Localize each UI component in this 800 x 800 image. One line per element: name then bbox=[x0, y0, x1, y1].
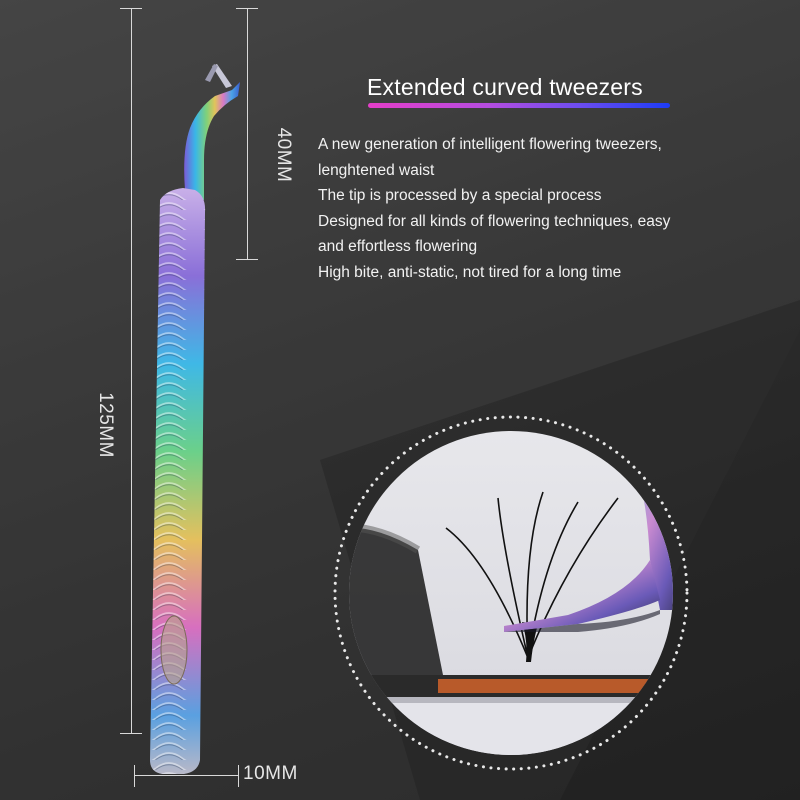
description-line: High bite, anti-static, not tired for a … bbox=[318, 263, 622, 281]
description-line: Designed for all kinds of flowering tech… bbox=[318, 212, 671, 230]
total-length-dimension-cap-bottom bbox=[120, 733, 142, 734]
width-dimension-cap-right bbox=[238, 765, 239, 787]
description-line: A new generation of intelligent flowerin… bbox=[318, 136, 662, 153]
tip-length-label: 40MM bbox=[273, 127, 294, 183]
tip-length-dimension-cap-bottom bbox=[236, 259, 258, 260]
title-underline-gradient bbox=[368, 103, 670, 108]
width-label: 10MM bbox=[243, 763, 298, 784]
description-line: The tip is processed by a special proces… bbox=[318, 187, 602, 204]
total-length-label: 125MM bbox=[95, 392, 116, 458]
product-title: Extended curved tweezers bbox=[367, 74, 643, 100]
zoom-detail-image bbox=[333, 415, 689, 771]
tip-length-dimension-cap-top bbox=[236, 8, 258, 9]
tip-length-dimension-line bbox=[247, 8, 248, 260]
total-length-dimension-line bbox=[131, 8, 132, 734]
product-description: A new generation of intelligent flowerin… bbox=[318, 132, 788, 285]
description-line: lenghtened waist bbox=[318, 161, 435, 179]
total-length-dimension-cap-top bbox=[120, 8, 142, 9]
width-dimension-cap-left bbox=[134, 765, 135, 787]
width-dimension-line bbox=[134, 775, 238, 776]
description-line: and effortless flowering bbox=[318, 238, 478, 255]
